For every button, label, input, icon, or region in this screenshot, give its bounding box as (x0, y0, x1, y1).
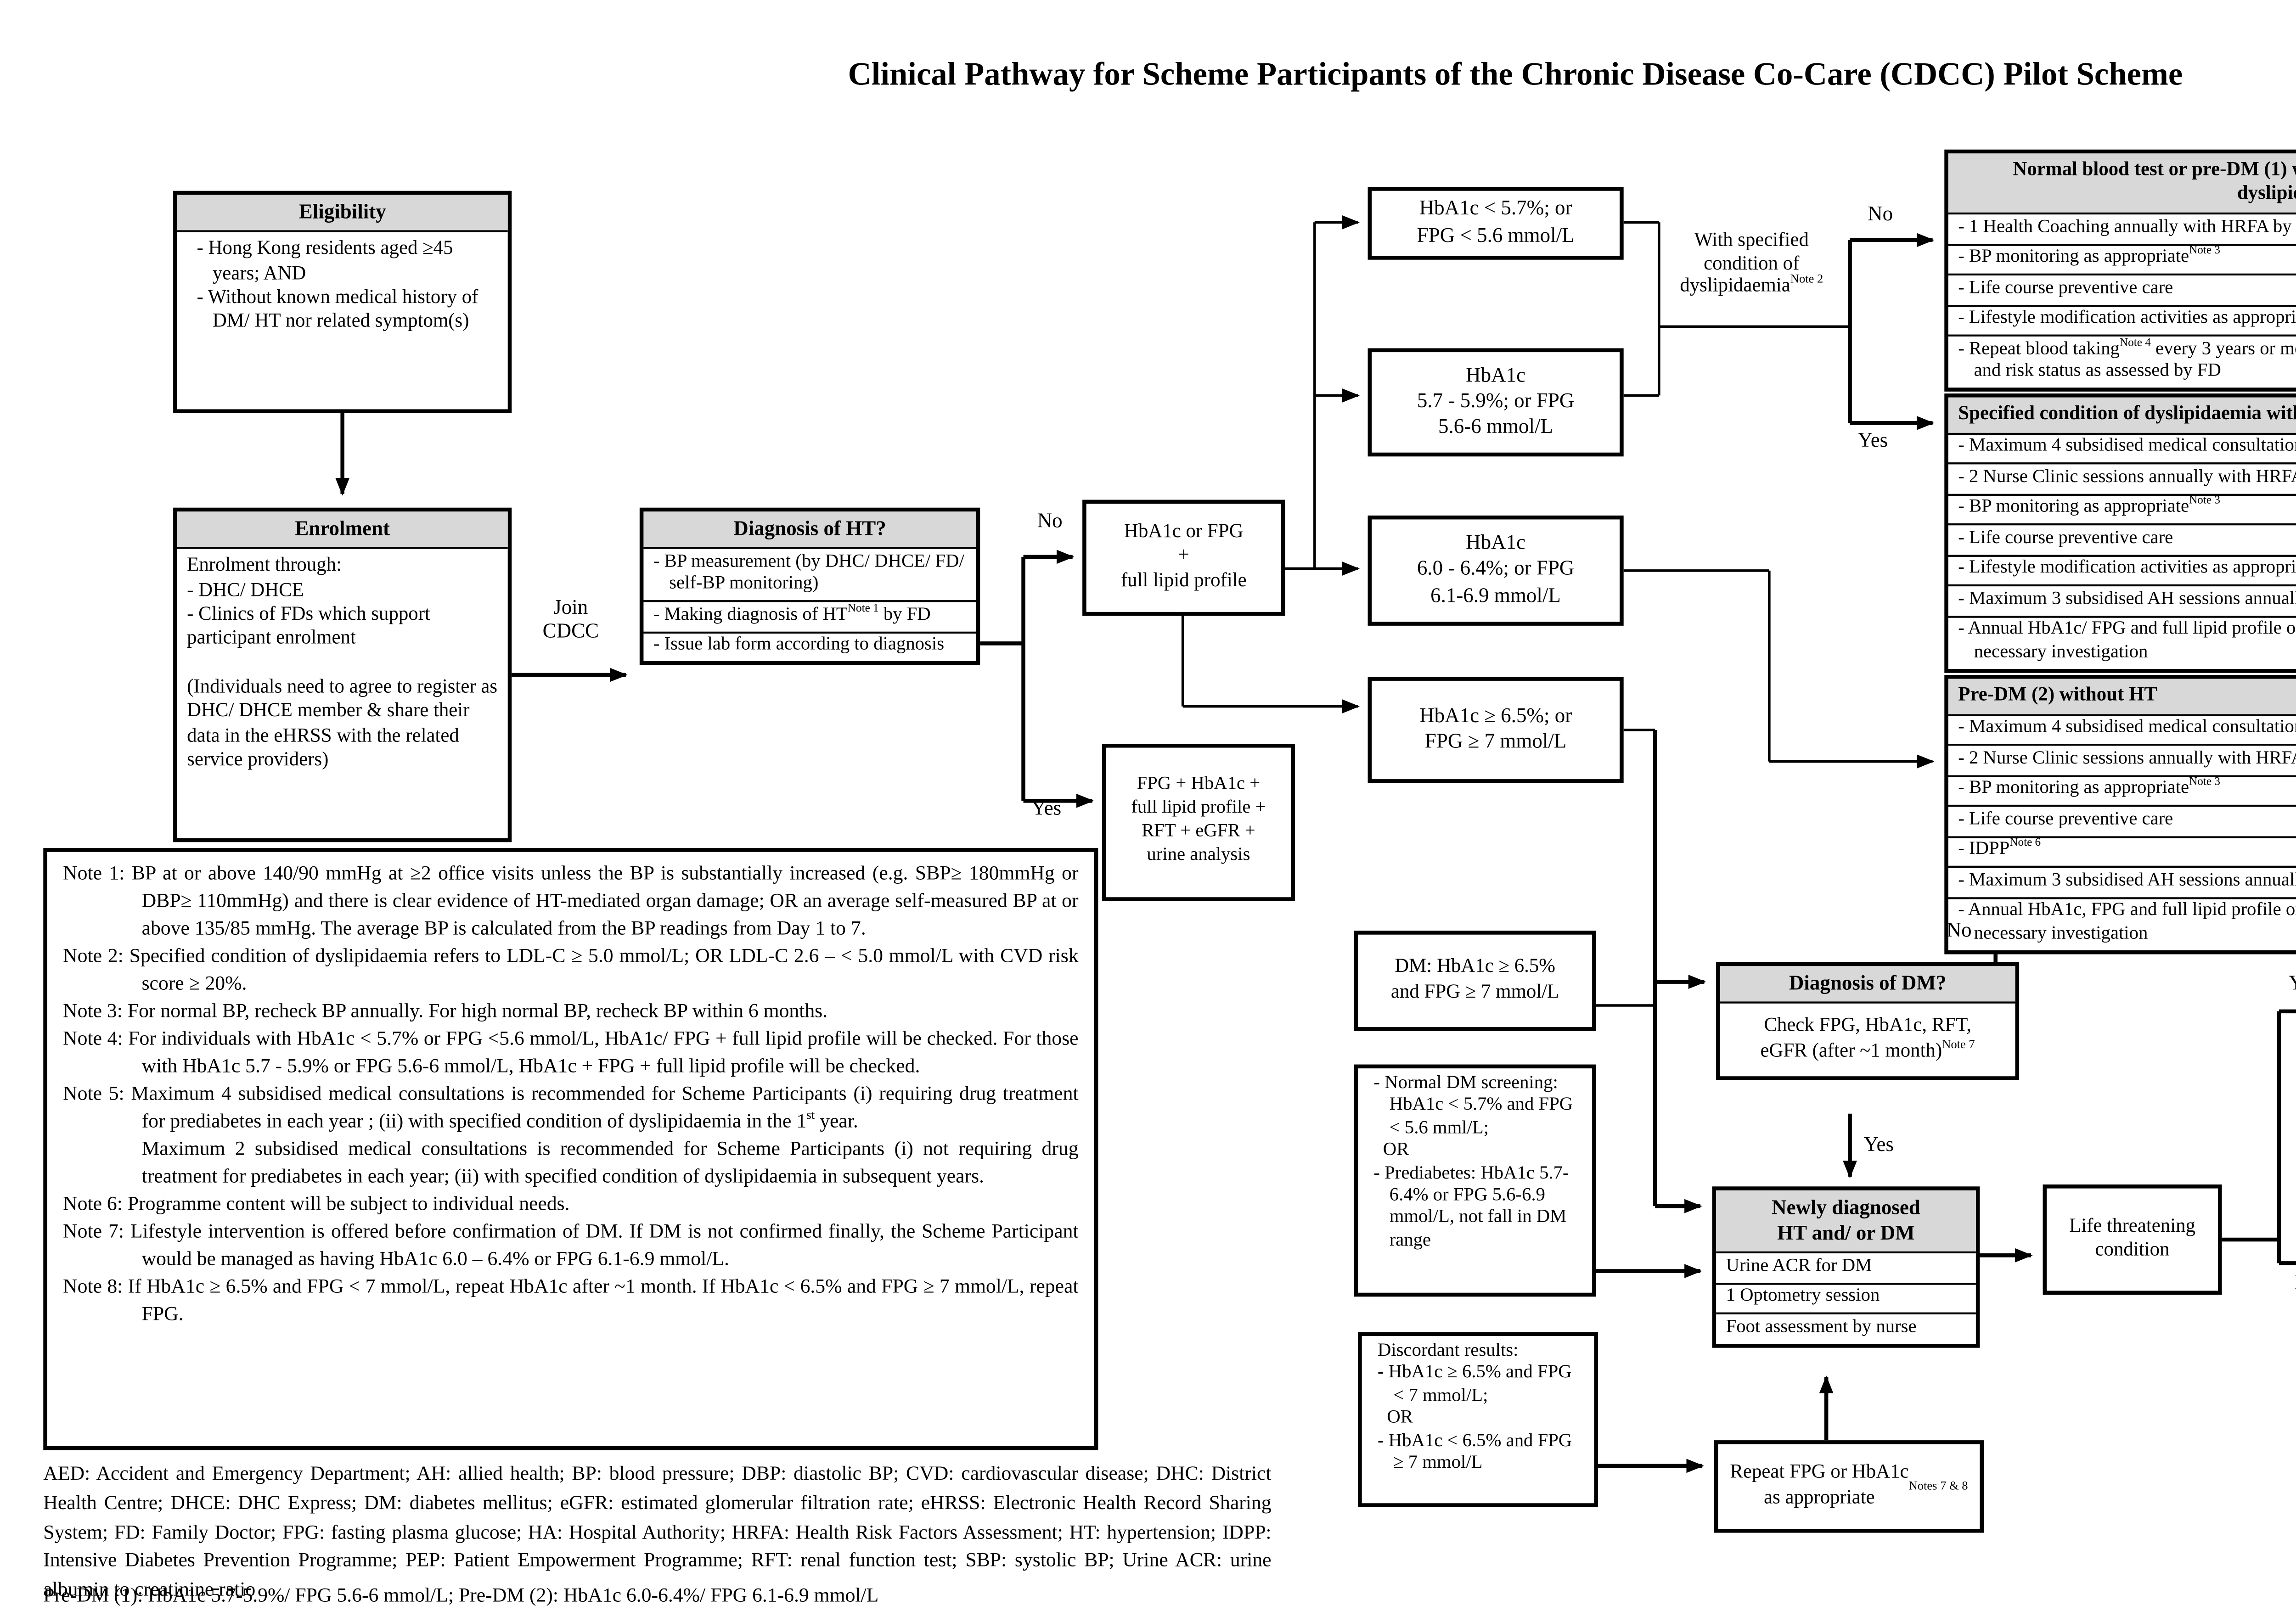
outcome-item: - Life course preventive care (1948, 805, 2296, 836)
ht-no-tests-box: HbA1c or FPG+full lipid profile (1082, 500, 1285, 616)
outcome-item: - IDPPNote 6 (1948, 836, 2296, 867)
discordant-item: - HbA1c < 6.5% and FPG ≥ 7 mmol/L (1377, 1431, 1572, 1474)
diagnosis-dm-box: Diagnosis of DM? Check FPG, HbA1c, RFT,e… (1716, 962, 2020, 1080)
note-item: Note 7: Lifestyle intervention is offere… (63, 1221, 1079, 1270)
note-item: Note 4: For individuals with HbA1c < 5.7… (63, 1028, 1079, 1078)
eligibility-header: Eligibility (177, 195, 508, 233)
ht-yes-tests-box: FPG + HbA1c +full lipid profile +RFT + e… (1102, 743, 1295, 901)
outcome-item: - Lifestyle modification activities as a… (1948, 304, 2296, 335)
life-threatening-yes-label: Yes (2289, 974, 2296, 998)
newly-diagnosed-item: Foot assessment by nurse (1716, 1313, 1976, 1344)
outcome-normal-blood-rows: - 1 Health Coaching annually with HRFA b… (1948, 214, 2296, 388)
ht-no-label: No (1037, 511, 1063, 533)
diagnosis-ht-rows: - BP measurement (by DHC/ DHCE/ FD/ self… (643, 549, 976, 662)
outcome-dyslipidaemia-rows: - Maximum 4 subsidised medical consultat… (1948, 434, 2296, 669)
outcome-item: - Life course preventive care (1948, 274, 2296, 304)
outcome-dyslipidaemia-box: Specified condition of dyslipidaemia wit… (1944, 393, 2296, 674)
outcome-item: - Maximum 4 subsidised medical consultat… (1958, 437, 2296, 457)
note-item: Note 5: Maximum 4 subsidised medical con… (63, 1083, 1079, 1188)
screening-item: OR (1373, 1141, 1409, 1162)
outcome-item: - BP monitoring as appropriateNote 3 (1948, 493, 2296, 524)
outcome-item: - Annual HbA1c, FPG and full lipid profi… (1948, 897, 2296, 950)
discordant-item: - HbA1c ≥ 6.5% and FPG < 7 mmol/L; (1377, 1364, 1572, 1407)
enrolment-item (187, 653, 498, 677)
newly-diagnosed-item: 1 Optometry session (1716, 1282, 1976, 1313)
page-title: Clinical Pathway for Scheme Participants… (848, 55, 2183, 93)
diagnosis-ht-item: - Issue lab form according to diagnosis (643, 631, 976, 662)
enrolment-item: - Clinics of FDs which support participa… (187, 604, 430, 650)
outcome-normal-blood-box: Normal blood test or pre-DM (1) without … (1944, 149, 2296, 393)
eligibility-item: - Without known medical history of DM/ H… (197, 287, 478, 333)
diagnosis-ht-box: Diagnosis of HT? - BP measurement (by DH… (639, 507, 980, 666)
outcome-item: - BP monitoring as appropriateNote 3 (1948, 775, 2296, 805)
enrolment-item: - DHC/ DHCE (187, 579, 304, 601)
note-item: Note 6: Programme content will be subjec… (63, 1193, 570, 1215)
eligibility-item: - Hong Kong residents aged ≥45 years; AN… (197, 238, 453, 285)
diagnosis-ht-header: Diagnosis of HT? (643, 511, 976, 550)
outcome-item: - Lifestyle modification activities as a… (1948, 554, 2296, 585)
outcome-predm2-header: Pre-DM (2) without HT (1948, 679, 2296, 715)
note-item: Note 8: If HbA1c ≥ 6.5% and FPG < 7 mmol… (63, 1276, 1079, 1325)
abbreviations-text: AED: Accident and Emergency Department; … (43, 1464, 1272, 1602)
enrolment-item: (Individuals need to agree to register a… (187, 677, 498, 772)
diagnosis-ht-item: - Making diagnosis of HTNote 1 by FD (643, 601, 976, 631)
dm-criteria-box: DM: HbA1c ≥ 6.5%and FPG ≥ 7 mmol/L (1354, 931, 1596, 1031)
predm-definitions-text: Pre-DM (1): HbA1c 5.7-5.9%/ FPG 5.6-6 mm… (43, 1586, 879, 1608)
note-item: Note 2: Specified condition of dyslipida… (63, 946, 1079, 996)
outcome-item: - 1 Health Coaching annually with HRFA b… (1958, 217, 2296, 237)
discordant-item: OR (1377, 1409, 1413, 1429)
enrolment-box: Enrolment Enrolment through:- DHC/ DHCE -… (173, 507, 512, 842)
outcome-item: - Maximum 4 subsidised medical consultat… (1958, 718, 2296, 738)
diagnosis-dm-header: Diagnosis of DM? (1720, 966, 2015, 1004)
outcome-item: - 2 Nurse Clinic sessions annually with … (1948, 744, 2296, 775)
screening-item: - Normal DM screening: HbA1c < 5.7% and … (1373, 1074, 1573, 1139)
dyslipidaemia-yes-label: Yes (1857, 431, 1888, 453)
screening-item: - Prediabetes: HbA1c 5.7-6.4% or FPG 5.6… (1373, 1164, 1569, 1251)
eligibility-body: - Hong Kong residents aged ≥45 years; AN… (177, 232, 508, 342)
enrolment-body: Enrolment through:- DHC/ DHCE - Clinics o… (177, 549, 508, 780)
note-item: Note 1: BP at or above 140/90 mmHg at ≥2… (63, 864, 1079, 941)
enrolment-item: Enrolment through: (187, 555, 342, 577)
note-item: Note 3: For normal BP, recheck BP annual… (63, 1001, 828, 1023)
enrolment-header: Enrolment (177, 511, 508, 550)
outcome-item: - Life course preventive care (1948, 524, 2296, 555)
notes-box: Note 1: BP at or above 140/90 mmHg at ≥2… (43, 848, 1098, 1450)
ht-yes-label: Yes (1031, 798, 1062, 821)
dm-yes-label: Yes (1863, 1135, 1894, 1157)
outcome-item: - Repeat blood takingNote 4 every 3 year… (1948, 335, 2296, 388)
outcome-item: - BP monitoring as appropriateNote 3 (1948, 243, 2296, 274)
outcome-item: - Maximum 3 subsidised AH sessions annua… (1948, 585, 2296, 616)
eligibility-box: Eligibility - Hong Kong residents aged ≥… (173, 191, 512, 413)
newly-diagnosed-item: Urine ACR for DM (1726, 1257, 1872, 1277)
outcome-dyslipidaemia-header: Specified condition of dyslipidaemia wit… (1948, 397, 2296, 434)
outcome-item: - Annual HbA1c/ FPG and full lipid profi… (1948, 616, 2296, 669)
life-threatening-no-label: No (2295, 1273, 2296, 1297)
dm-no-label: No (1946, 921, 1972, 943)
outcome-predm2-box: Pre-DM (2) without HT - Maximum 4 subsid… (1944, 674, 2296, 955)
dyslipidaemia-no-label: No (1868, 204, 1893, 226)
diagnosis-ht-item: - BP measurement (by DHC/ DHCE/ FD/ self… (653, 552, 964, 595)
outcome-normal-blood-header: Normal blood test or pre-DM (1) without … (1948, 153, 2296, 215)
outcome-item: - 2 Nurse Clinic sessions annually with … (1948, 462, 2296, 493)
discordant-results-box: Discordant results:- HbA1c ≥ 6.5% and FP… (1358, 1332, 1598, 1507)
outcome-predm2-rows: - Maximum 4 subsidised medical consultat… (1948, 715, 2296, 951)
diagnosis-dm-body: Check FPG, HbA1c, RFT,eGFR (after ~1 mon… (1760, 1015, 1975, 1062)
outcome-item: - Maximum 3 subsidised AH sessions annua… (1948, 866, 2296, 897)
discordant-item: Discordant results: (1377, 1342, 1519, 1362)
normal-screening-box: - Normal DM screening: HbA1c < 5.7% and … (1354, 1064, 1596, 1297)
